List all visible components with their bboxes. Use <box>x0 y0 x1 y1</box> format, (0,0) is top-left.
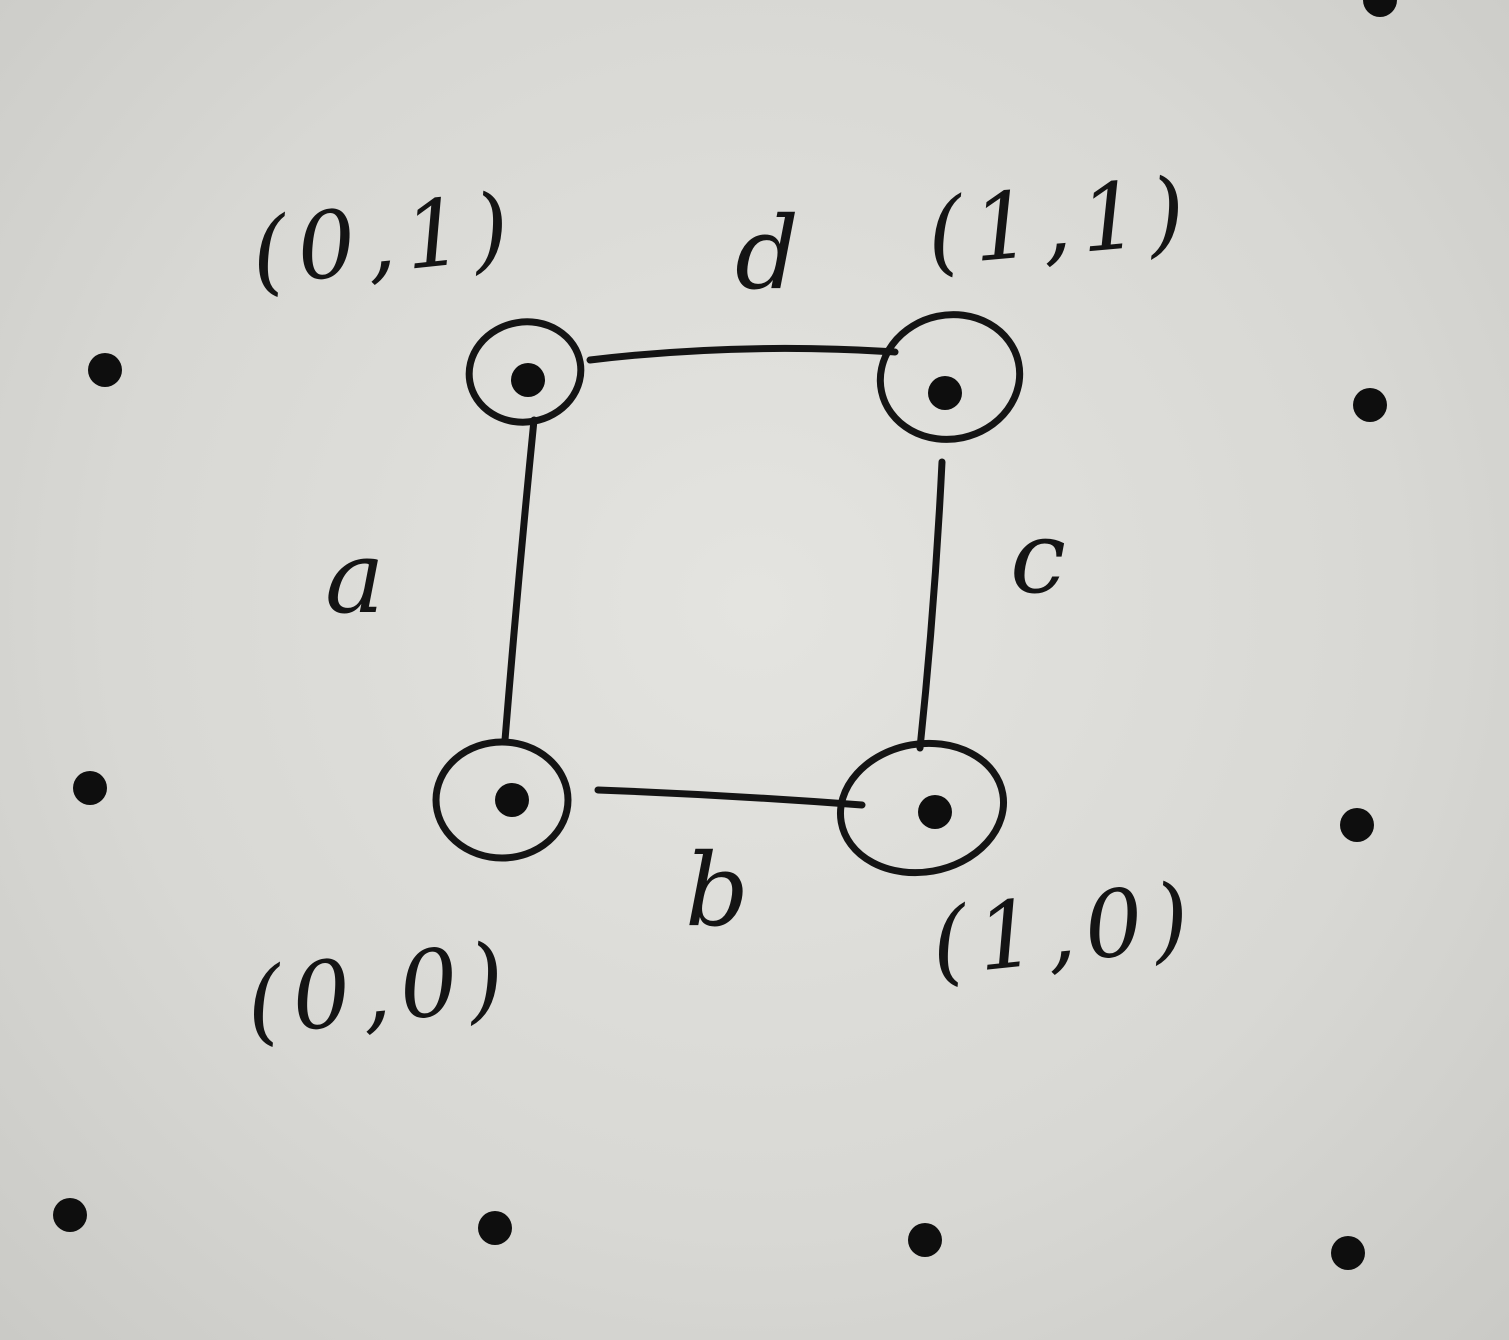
vertex-label-v00: (0,0) <box>241 922 519 1056</box>
lattice-dot <box>908 1223 942 1257</box>
lattice-dots <box>53 0 1397 1270</box>
vertex-ring <box>432 738 572 862</box>
edge-label-b: b <box>685 832 749 949</box>
edges <box>501 344 946 809</box>
vertex-label-v11: (1,1) <box>923 157 1199 287</box>
edge-label-c: c <box>1010 499 1066 616</box>
lattice-dot <box>1331 1236 1365 1270</box>
vertex-dot <box>918 795 952 829</box>
vertex-label-v10: (1,0) <box>926 862 1204 996</box>
lattice-dot <box>53 1198 87 1232</box>
edge-label-a: a <box>325 519 385 636</box>
vertex-ring <box>836 739 1008 877</box>
vertex-dot <box>495 783 529 817</box>
edge-d <box>586 344 899 364</box>
edge-a <box>501 416 538 744</box>
vertex-ring <box>876 311 1024 443</box>
edge-b <box>594 786 866 809</box>
vertex-dot <box>511 363 545 397</box>
lattice-dot <box>478 1211 512 1245</box>
vertex-v01 <box>465 318 585 426</box>
vertex-v11 <box>876 311 1024 443</box>
vertex-ring <box>465 318 585 426</box>
lattice-dot <box>1363 0 1397 17</box>
lattice-dot <box>73 771 107 805</box>
lattice-dot <box>1340 808 1374 842</box>
edge-label-d: d <box>735 195 799 312</box>
lattice-dot <box>88 353 122 387</box>
vertex-dot <box>928 376 962 410</box>
vertex-v10 <box>836 739 1008 877</box>
vertex-v00 <box>432 738 572 862</box>
vertex-label-v01: (0,1) <box>246 172 524 306</box>
edge-c <box>916 458 946 752</box>
lattice-dot <box>1353 388 1387 422</box>
